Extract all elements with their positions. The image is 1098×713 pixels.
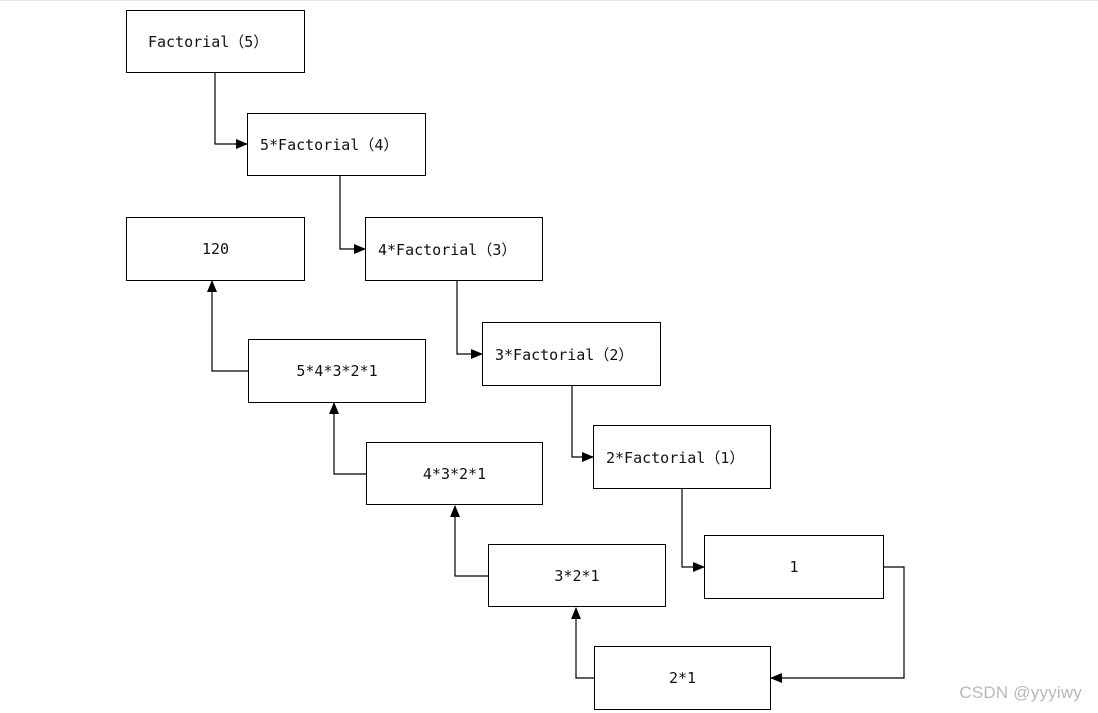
node-factorial-5: Factorial（5） [126, 10, 305, 73]
node-factorial-4: 5*Factorial（4） [247, 113, 426, 176]
node-result-2-label: 2*1 [668, 669, 697, 687]
node-result-4-label: 4*3*2*1 [422, 464, 487, 483]
arrow-base-to-r2 [770, 566, 905, 683]
arrow-r2-to-r3 [571, 607, 594, 679]
node-factorial-4-label: 5*Factorial（4） [260, 136, 399, 154]
arrow-r3-to-r4 [450, 505, 488, 577]
arrow-f2-to-f1 [571, 374, 594, 462]
node-result-5: 5*4*3*2*1 [248, 339, 426, 403]
arrow-f5-to-f4 [214, 57, 248, 149]
arrow-f1-to-base [681, 476, 705, 572]
node-factorial-2: 3*Factorial（2） [482, 322, 661, 386]
node-result-2: 2*1 [594, 646, 771, 710]
node-final-result: 120 [126, 217, 305, 281]
node-result-3: 3*2*1 [488, 544, 666, 607]
node-factorial-3: 4*Factorial（3） [365, 217, 543, 281]
node-result-5-label: 5*4*3*2*1 [296, 362, 378, 380]
watermark: CSDN @yyyiwy [959, 683, 1082, 702]
node-result-4: 4*3*2*1 [366, 442, 543, 505]
node-factorial-3-label: 4*Factorial（3） [378, 240, 517, 259]
node-final-result-label: 120 [201, 240, 230, 258]
arrow-f4-to-f3 [339, 160, 366, 254]
node-base-case-label: 1 [789, 558, 799, 576]
node-base-case: 1 [704, 535, 884, 599]
arrow-r4-to-r5 [329, 402, 366, 475]
node-factorial-2-label: 3*Factorial（2） [495, 345, 634, 364]
node-result-3-label: 3*2*1 [554, 566, 600, 585]
node-factorial-1: 2*Factorial（1） [593, 425, 771, 489]
node-factorial-5-label: Factorial（5） [148, 33, 269, 51]
arrow-f3-to-f2 [456, 264, 483, 359]
arrow-r5-to-result [207, 280, 248, 372]
node-factorial-1-label: 2*Factorial（1） [606, 448, 745, 467]
top-divider [0, 0, 1098, 1]
